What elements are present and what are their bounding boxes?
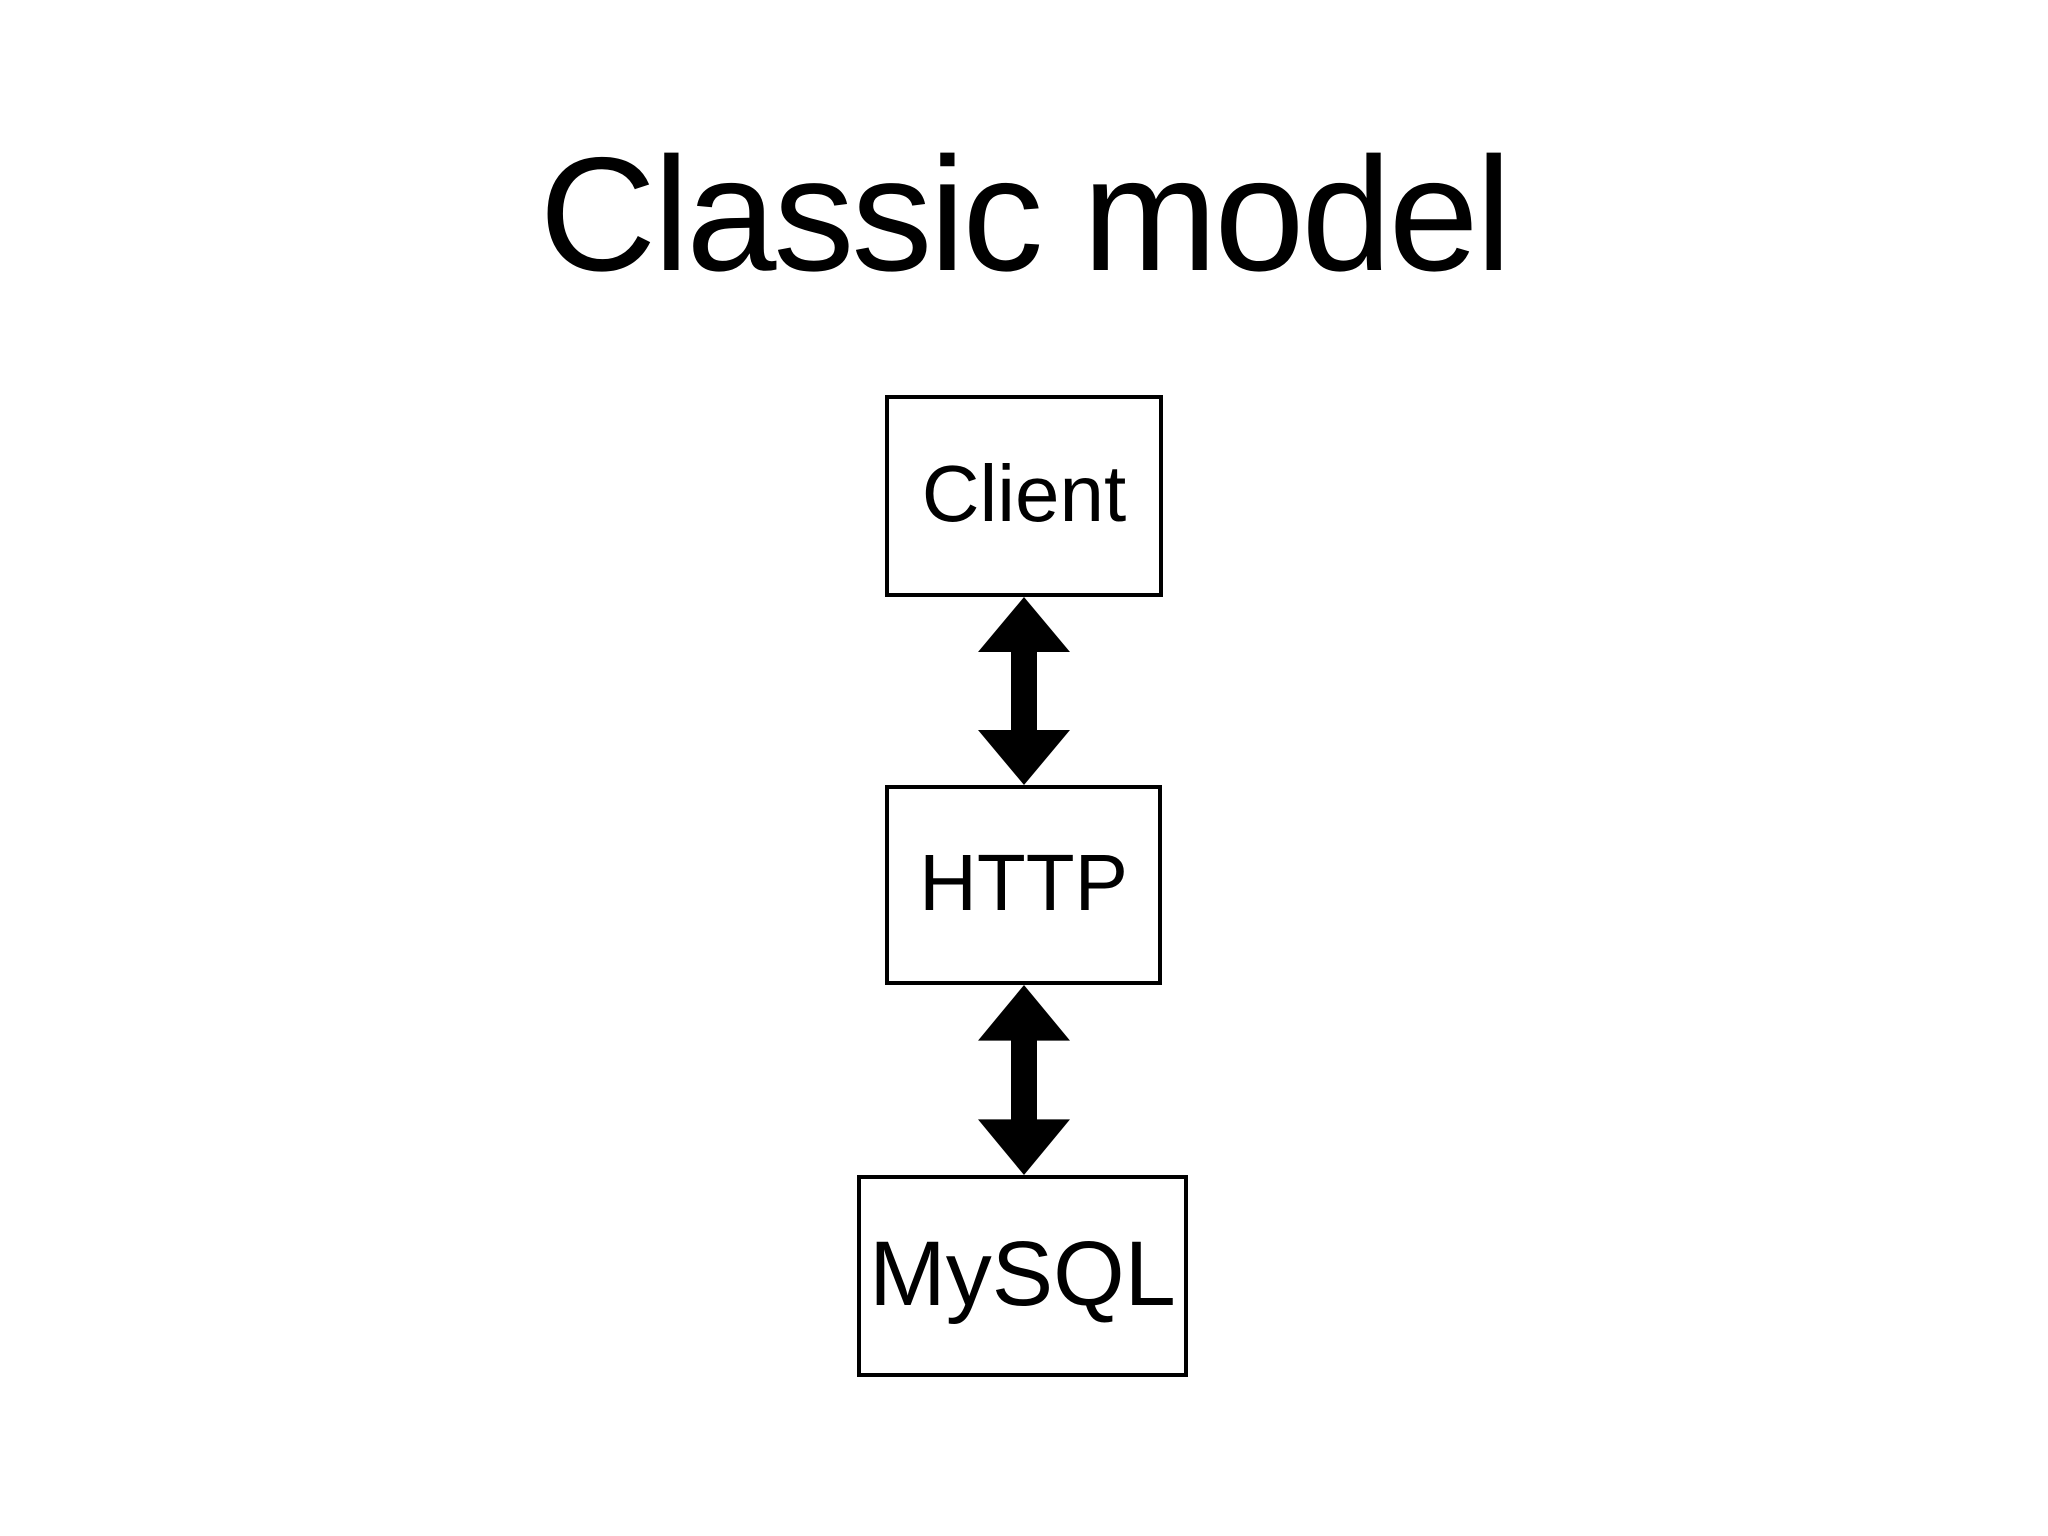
slide-title: Classic model (539, 124, 1511, 305)
node-http-label: HTTP (919, 838, 1128, 927)
bidirectional-arrow-icon (978, 985, 1070, 1175)
node-client: Client (885, 395, 1163, 597)
node-mysql: MySQL (857, 1175, 1188, 1377)
bidirectional-arrow-shape (978, 597, 1070, 785)
node-mysql-label: MySQL (869, 1223, 1176, 1325)
bidirectional-arrow-icon (978, 597, 1070, 785)
node-http: HTTP (885, 785, 1162, 985)
node-client-label: Client (921, 449, 1127, 538)
bidirectional-arrow-shape (978, 985, 1070, 1175)
